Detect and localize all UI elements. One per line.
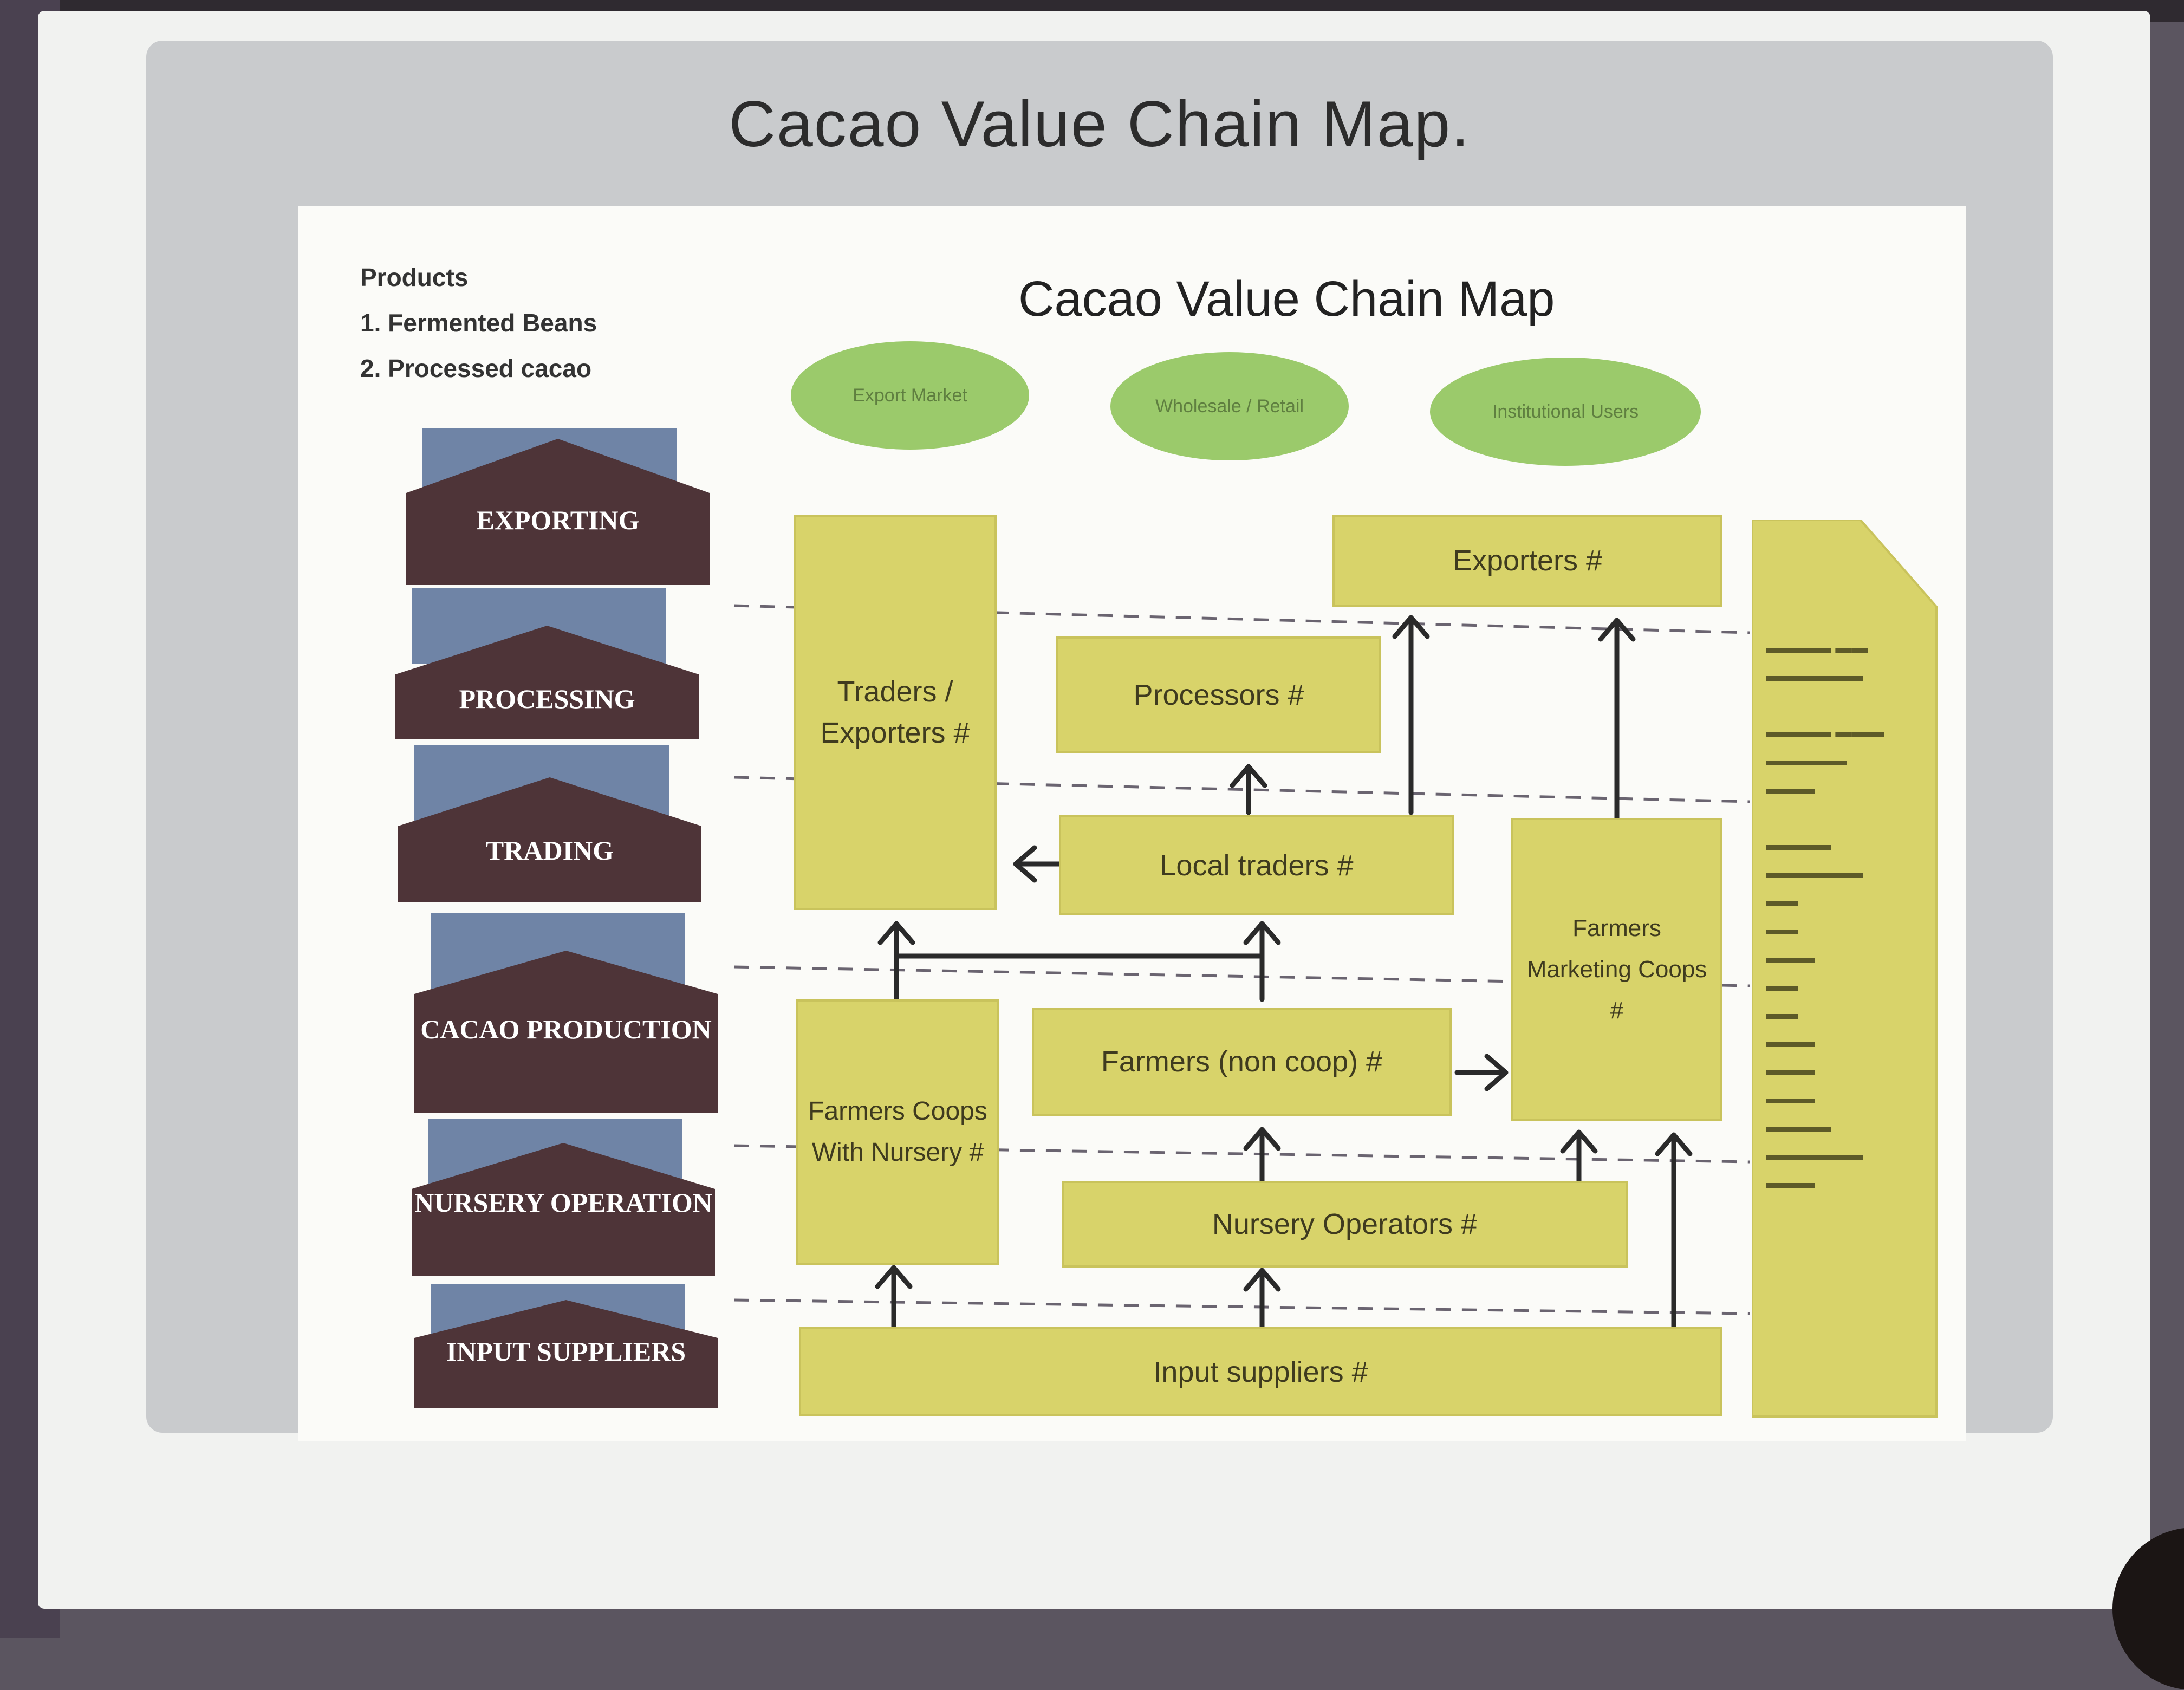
support-services-panel xyxy=(1752,520,1938,1418)
actor-local-traders: Local traders # xyxy=(1059,815,1454,915)
diagram-title: Cacao Value Chain Map xyxy=(1018,271,1555,327)
actor-nursery-operators: Nursery Operators # xyxy=(1062,1181,1628,1268)
stage-shape xyxy=(412,1143,715,1276)
stage-exporting: EXPORTING xyxy=(406,428,710,607)
support-services-text: ▬▬▬▬ ▬▬▬▬▬▬▬▬▬▬▬▬ ▬▬▬▬▬▬▬▬▬▬▬▬▬▬▬▬▬▬▬▬▬▬… xyxy=(1766,639,1884,1192)
actor-farmers-non-coop: Farmers (non coop) # xyxy=(1032,1007,1452,1116)
actor-farmers-coops-nursery: Farmers Coops With Nursery # xyxy=(796,999,999,1265)
product-item: 1. Fermented Beans xyxy=(360,309,597,337)
actor-traders-exporters: Traders / Exporters # xyxy=(794,515,997,910)
actor-processors: Processors # xyxy=(1056,636,1381,753)
stage-label: CACAO PRODUCTION xyxy=(420,1014,712,1044)
actor-label: Processors # xyxy=(1133,678,1304,711)
stage-shape xyxy=(395,626,699,739)
product-item: 2. Processed cacao xyxy=(360,354,592,382)
actor-label: Traders / Exporters # xyxy=(820,675,970,749)
actor-label: Local traders # xyxy=(1160,849,1354,882)
market-oval-export: Export Market xyxy=(791,341,1029,450)
actor-exporters: Exporters # xyxy=(1332,515,1722,607)
actor-label: Exporters # xyxy=(1452,544,1603,577)
slide-title: Cacao Value Chain Map. xyxy=(729,88,1471,160)
stage-shape xyxy=(398,777,701,902)
stage-shape xyxy=(406,439,710,585)
stage-label: NURSERY OPERATION xyxy=(414,1187,712,1218)
market-label: Wholesale / Retail xyxy=(1155,395,1304,417)
stage-shape xyxy=(414,1300,718,1408)
actor-label: Farmers (non coop) # xyxy=(1101,1045,1383,1078)
stage-processing: PROCESSING xyxy=(395,588,699,766)
actor-label: Nursery Operators # xyxy=(1212,1208,1478,1240)
stage-trading: TRADING xyxy=(398,745,701,924)
stage-cacao-production: CACAO PRODUCTION xyxy=(414,913,718,1119)
market-oval-wholesale: Wholesale / Retail xyxy=(1110,352,1349,460)
market-label: Institutional Users xyxy=(1492,401,1639,422)
products-list: Products 1. Fermented Beans 2. Processed… xyxy=(360,255,597,391)
stage-label: INPUT SUPPLIERS xyxy=(446,1336,686,1367)
market-label: Export Market xyxy=(853,385,967,406)
actor-label: Farmers Marketing Coops # xyxy=(1526,915,1707,1024)
market-oval-institutional: Institutional Users xyxy=(1430,358,1701,466)
products-heading: Products xyxy=(360,263,469,291)
actor-farmers-marketing-coops: Farmers Marketing Coops # xyxy=(1511,818,1722,1121)
stage-label: TRADING xyxy=(485,835,614,866)
actor-input-suppliers: Input suppliers # xyxy=(799,1327,1722,1416)
stage-nursery-operation: NURSERY OPERATION xyxy=(412,1119,715,1297)
stage-label: EXPORTING xyxy=(476,505,640,535)
stage-shape xyxy=(414,951,718,1113)
stage-input-suppliers: INPUT SUPPLIERS xyxy=(414,1284,718,1462)
actor-label: Input suppliers # xyxy=(1153,1355,1368,1388)
actor-label: Farmers Coops With Nursery # xyxy=(808,1097,987,1167)
stage-label: PROCESSING xyxy=(459,684,635,714)
